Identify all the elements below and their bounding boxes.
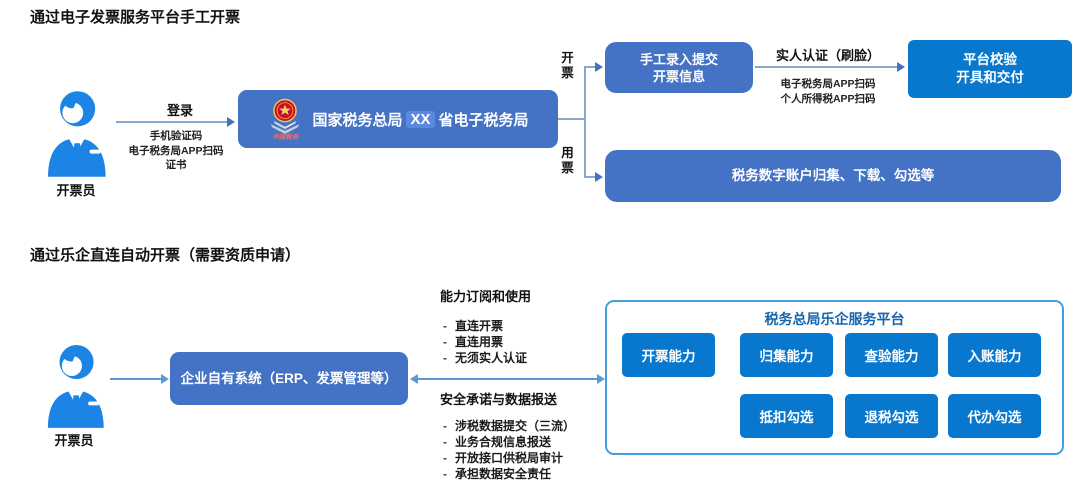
use-invoice-branch-label: 用票 [561, 146, 574, 175]
clerk-avatar-icon [47, 344, 104, 428]
login-arrow-label: 登录 [166, 103, 193, 118]
security-list: -涉税数据提交（三流） -业务合规信息报送 -开放接口供税局审计 -承担数据安全… [443, 418, 575, 482]
branch-bottom-line [586, 176, 597, 178]
erp-leqi-left-arrowhead-icon [410, 374, 418, 384]
emblem-caption: 中国税务 [272, 133, 299, 141]
etax-platform-box: 中国税务 国家税务总局 XX 省电子税务局 [238, 90, 558, 148]
login-methods-note: 手机验证码 电子税务局APP扫码 证书 [128, 130, 224, 171]
branch-trunk-line [584, 66, 586, 178]
list-item: -开放接口供税局审计 [443, 451, 564, 465]
invoicing-branch-label: 开票 [561, 51, 574, 80]
branch-bottom-arrowhead-icon [595, 172, 603, 182]
province-placeholder: XX [406, 110, 435, 128]
leqi-platform-panel: 税务总局乐企服务平台 开票能力 归集能力 查验能力 入账能力 抵扣勾选 退税勾选… [605, 300, 1064, 455]
erp-leqi-right-arrowhead-icon [597, 374, 605, 384]
auth-arrow-label: 实人认证（刷脸） [775, 48, 880, 63]
login-arrowhead-icon [227, 117, 235, 127]
erp-system-box: 企业自有系统（ERP、发票管理等） [170, 352, 408, 405]
actor-erp-line [110, 378, 162, 380]
list-item: -涉税数据提交（三流） [443, 419, 576, 433]
auth-arrowhead-icon [897, 62, 905, 72]
clerk-avatar-icon [48, 91, 106, 177]
list-item: -无须实人认证 [443, 351, 528, 365]
capability-box-agency: 代办勾选 [948, 394, 1041, 438]
list-item: -直连用票 [443, 335, 504, 349]
list-item: -直连开票 [443, 319, 504, 333]
capability-box-deduction: 抵扣勾选 [740, 394, 833, 438]
platform-verify-box: 平台校验 开具和交付 [908, 40, 1072, 98]
erp-leqi-line [416, 378, 598, 380]
clerk-label: 开票员 [54, 433, 94, 448]
actor-erp-arrowhead-icon [161, 374, 169, 384]
capability-box-inspection: 查验能力 [845, 333, 938, 377]
capability-box-collection: 归集能力 [740, 333, 833, 377]
branch-top-arrowhead-icon [595, 62, 603, 72]
leqi-panel-title: 税务总局乐企服务平台 [764, 311, 905, 327]
section2-title: 通过乐企直连自动开票（需要资质申请） [30, 247, 301, 264]
tax-emblem-icon: 中国税务 [267, 98, 303, 141]
tax-account-box: 税务数字账户归集、下载、勾选等 [605, 150, 1061, 202]
clerk-label: 开票员 [56, 183, 96, 198]
subscribe-list: -直连开票 -直连用票 -无须实人认证 [443, 318, 527, 366]
etax-platform-label: 国家税务总局 XX 省电子税务局 [312, 110, 529, 129]
capability-box-invoicing: 开票能力 [622, 333, 715, 377]
capability-box-refund: 退税勾选 [845, 394, 938, 438]
list-item: -承担数据安全责任 [443, 467, 552, 481]
subscribe-heading: 能力订阅和使用 [440, 289, 532, 304]
capability-box-accounting: 入账能力 [948, 333, 1041, 377]
security-heading: 安全承诺与数据报送 [440, 392, 558, 407]
manual-entry-box: 手工录入提交 开票信息 [605, 42, 753, 93]
login-connector-line [116, 121, 228, 123]
auth-methods-note: 电子税务局APP扫码 个人所得税APP扫码 [780, 78, 876, 105]
list-item: -业务合规信息报送 [443, 435, 552, 449]
section1-title: 通过电子发票服务平台手工开票 [30, 9, 241, 26]
branch-stub-line [558, 118, 586, 120]
branch-top-line [586, 66, 597, 68]
auth-connector-line [755, 66, 898, 68]
